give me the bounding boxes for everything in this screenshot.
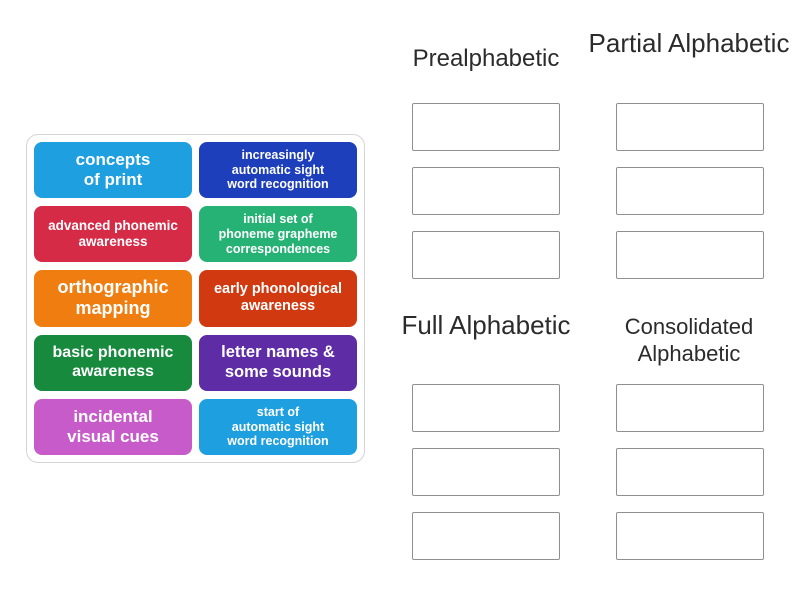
draggable-tile-letter-names[interactable]: letter names & some sounds bbox=[199, 334, 357, 391]
slot-stack-partial-alphabetic bbox=[616, 103, 764, 295]
draggable-tile-increasingly-automatic[interactable]: increasingly automatic sight word recogn… bbox=[199, 142, 357, 199]
drop-slot[interactable] bbox=[616, 512, 764, 560]
drop-slot[interactable] bbox=[616, 448, 764, 496]
drop-slot[interactable] bbox=[412, 384, 560, 432]
draggable-tile-advanced-phonemic[interactable]: advanced phonemic awareness bbox=[34, 206, 192, 263]
drop-slot[interactable] bbox=[412, 167, 560, 215]
draggable-tile-orthographic-mapping[interactable]: orthographic mapping bbox=[34, 270, 192, 327]
group-header-full-alphabetic: Full Alphabetic bbox=[401, 310, 571, 340]
slot-stack-consolidated-alphabetic bbox=[616, 384, 764, 576]
drop-slot[interactable] bbox=[616, 384, 764, 432]
drop-slot[interactable] bbox=[412, 231, 560, 279]
group-header-prealphabetic: Prealphabetic bbox=[412, 45, 560, 72]
draggable-tile-start-automatic-sight[interactable]: start of automatic sight word recognitio… bbox=[199, 398, 357, 455]
slot-stack-full-alphabetic bbox=[412, 384, 560, 576]
drop-slot[interactable] bbox=[412, 512, 560, 560]
draggable-tile-concepts-of-print[interactable]: concepts of print bbox=[34, 142, 192, 199]
tile-tray: concepts of print increasingly automatic… bbox=[26, 134, 365, 463]
drop-slot[interactable] bbox=[616, 167, 764, 215]
drop-slot[interactable] bbox=[616, 103, 764, 151]
group-header-partial-alphabetic: Partial Alphabetic bbox=[588, 28, 790, 58]
draggable-tile-initial-set-phoneme[interactable]: initial set of phoneme grapheme correspo… bbox=[199, 206, 357, 263]
draggable-tile-early-phonological[interactable]: early phonological awareness bbox=[199, 270, 357, 327]
drop-slot[interactable] bbox=[412, 103, 560, 151]
slot-stack-prealphabetic bbox=[412, 103, 560, 295]
drop-slot[interactable] bbox=[412, 448, 560, 496]
group-header-consolidated-alphabetic: Consolidated Alphabetic bbox=[624, 314, 754, 366]
draggable-tile-incidental-visual-cues[interactable]: incidental visual cues bbox=[34, 398, 192, 455]
draggable-tile-basic-phonemic[interactable]: basic phonemic awareness bbox=[34, 334, 192, 391]
drop-slot[interactable] bbox=[616, 231, 764, 279]
